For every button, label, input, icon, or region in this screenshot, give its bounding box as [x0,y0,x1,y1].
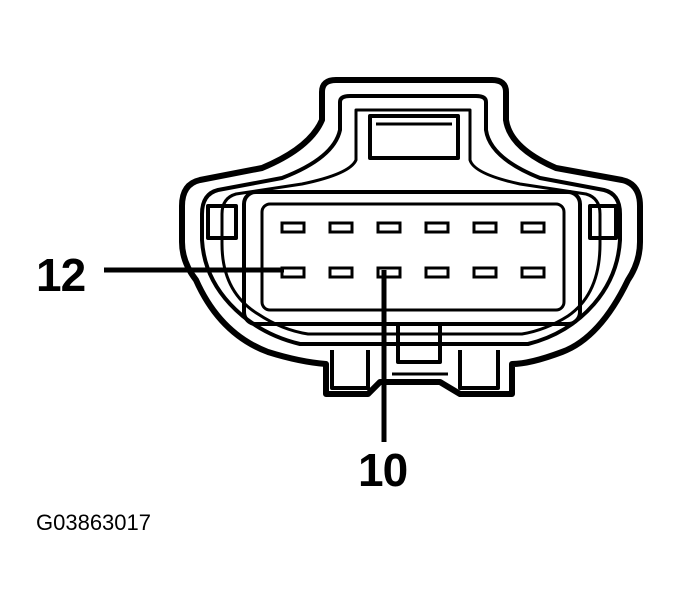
pin-cavity [472,266,498,279]
callout-label-pin-10: 10 [358,444,408,496]
connector-housing-inner-wall [200,94,622,346]
figure-id: G03863017 [36,510,151,535]
pin-cavity-inner [260,202,566,312]
pin-cavity [424,221,450,234]
pin-cavity [472,221,498,234]
callout-label-pin-12: 12 [36,249,86,301]
connector-housing-outer [179,77,643,397]
locking-tab [368,114,460,160]
pin-cavity [376,221,402,234]
pin-cavity [280,266,306,279]
pin-cavity [328,221,354,234]
pin-array [280,221,546,279]
center-key [396,326,442,364]
pin-cavity [424,266,450,279]
pin-cavity [280,221,306,234]
left-foot [330,350,370,390]
pin-cavity [328,266,354,279]
connector-housing-seal [220,108,602,336]
right-foot [458,350,500,390]
pin-cavity [520,221,546,234]
left-side-latch [206,204,238,240]
right-side-latch [588,204,618,240]
pin-cavity [376,266,402,279]
pin-cavity-face [242,190,582,326]
pin-cavity [520,266,546,279]
